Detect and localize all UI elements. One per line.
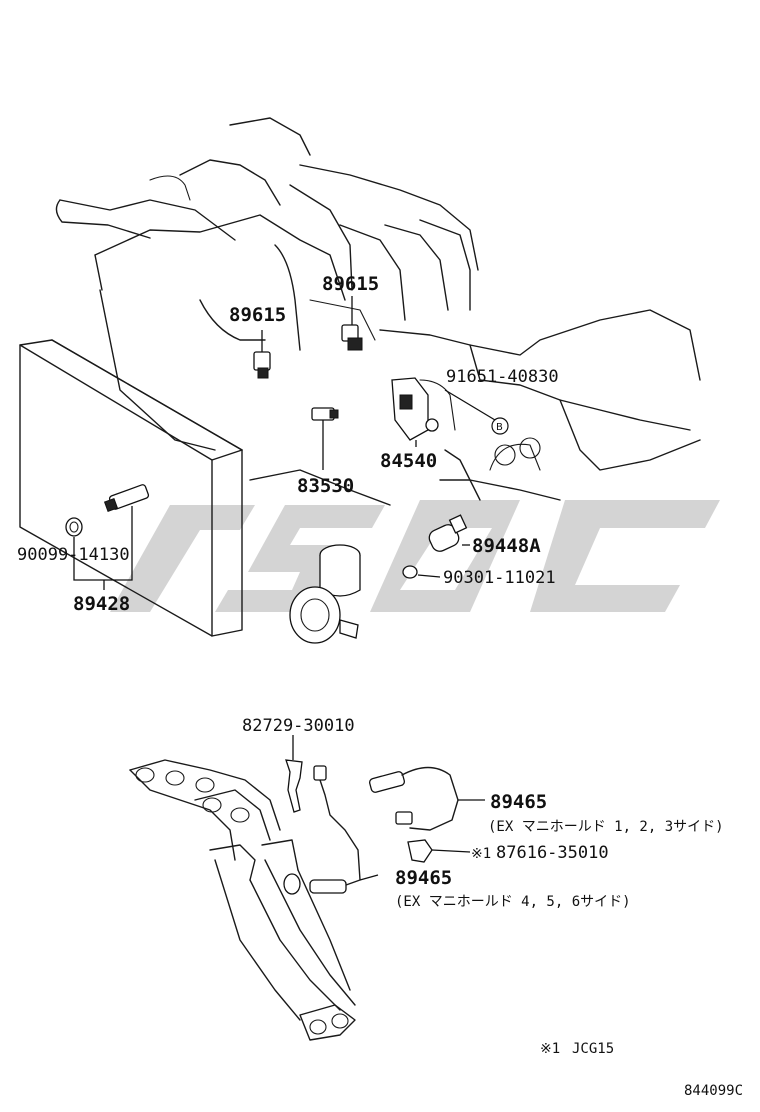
engine-block <box>55 117 701 506</box>
reference-marker-b-text: B <box>496 422 503 433</box>
switch-89448A <box>428 514 468 552</box>
sensor-89615-right <box>341 324 363 351</box>
label-89615-upper: 89615 <box>322 273 379 295</box>
leader-lines-upper <box>73 296 496 590</box>
label-89465-b-note: (EX マニホールド 4, 5, 6サイド) <box>395 894 631 910</box>
sensor-84540 <box>391 377 439 441</box>
clamp-87616 <box>407 839 471 863</box>
label-91651-40830: 91651-40830 <box>446 367 559 387</box>
reference-marker-b: B <box>491 417 509 435</box>
label-83530: 83530 <box>297 475 354 497</box>
label-90099-14130: 90099-14130 <box>17 545 130 565</box>
oxygen-sensor-89465-b <box>309 765 379 894</box>
footnote-mark: ※1 <box>540 1041 560 1057</box>
label-89448a: 89448A <box>472 535 541 557</box>
label-84540: 84540 <box>380 450 437 472</box>
sensor-89428 <box>103 484 150 513</box>
label-89465-b: 89465 <box>395 867 452 889</box>
label-89615-lower: 89615 <box>229 304 286 326</box>
sensor-89615-left <box>253 351 271 379</box>
oring-90301 <box>402 565 418 579</box>
power-steering-pump <box>289 544 361 644</box>
sensor-83530 <box>311 407 339 421</box>
exhaust-manifold <box>129 759 356 1041</box>
gasket-90099 <box>65 517 83 537</box>
label-82729-30010: 82729-30010 <box>242 716 355 736</box>
label-89465-a-note: (EX マニホールド 1, 2, 3サイド) <box>488 819 724 835</box>
label-89428: 89428 <box>73 593 130 615</box>
footnote-text: JCG15 <box>572 1041 614 1057</box>
diagram-id: 844099C <box>684 1083 743 1099</box>
label-89465-a: 89465 <box>490 791 547 813</box>
radiator <box>19 339 243 637</box>
label-87616-35010: 87616-35010 <box>496 843 609 863</box>
label-87616-mark: ※1 <box>471 846 491 862</box>
bracket-82729 <box>285 735 303 813</box>
label-90301-11021: 90301-11021 <box>443 568 556 588</box>
watermark-logo <box>110 500 720 612</box>
oxygen-sensor-89465-a <box>369 766 485 831</box>
